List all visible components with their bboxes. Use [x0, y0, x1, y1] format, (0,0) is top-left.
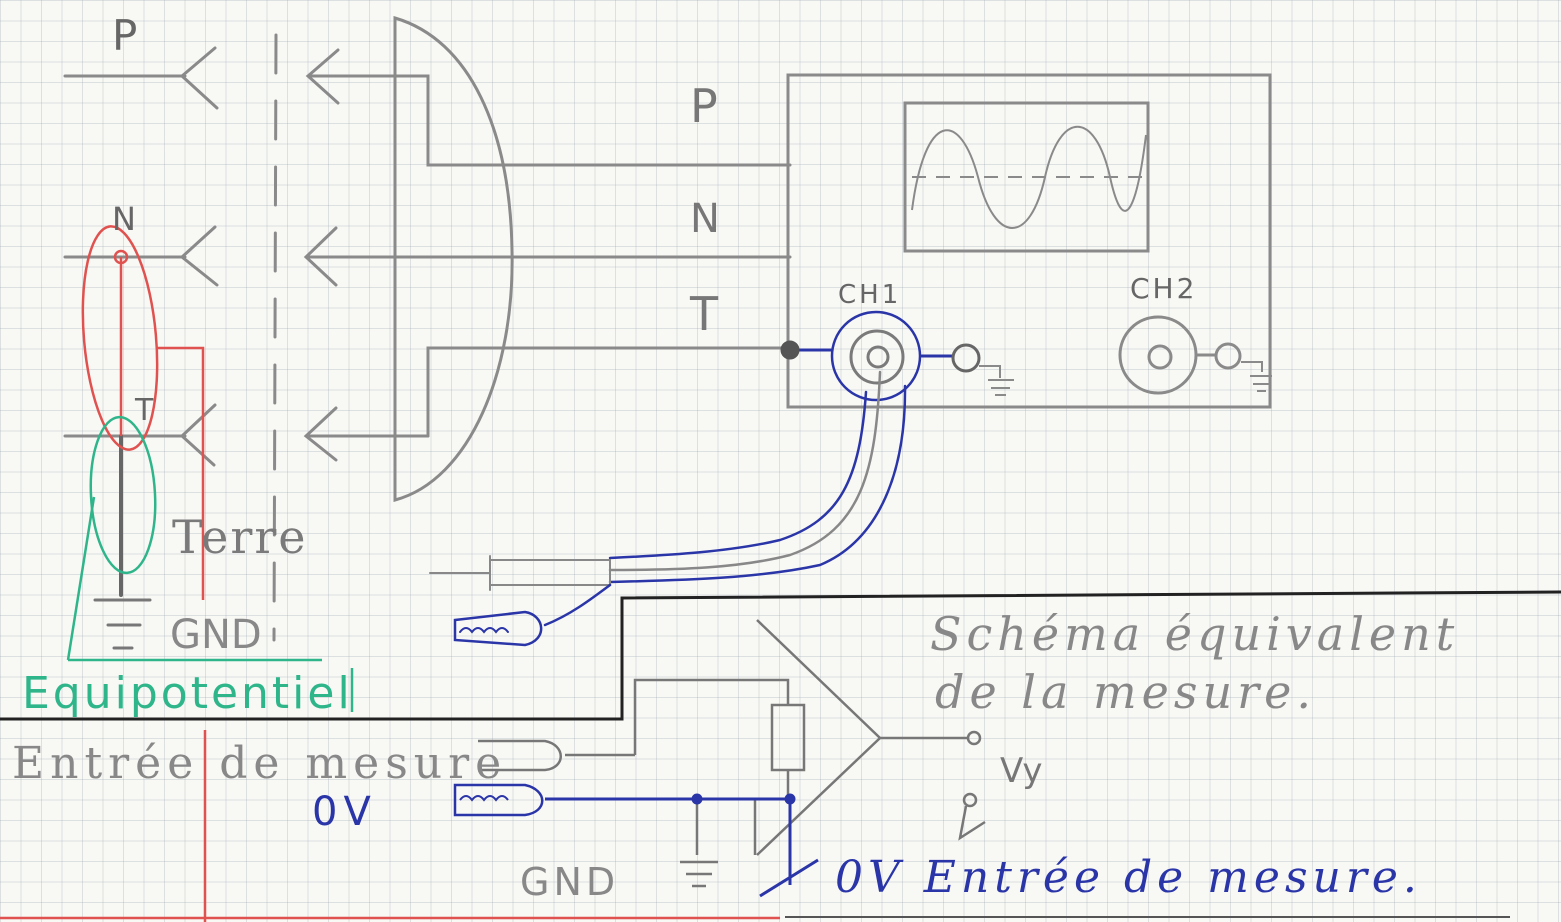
earth-node-loop: [89, 415, 157, 575]
neutral-node: [113, 249, 129, 265]
equivalent-title-line-1: Schéma équivalent: [930, 607, 1459, 661]
cable-label-phase: P: [690, 79, 718, 133]
plug-label-earth: T: [134, 393, 154, 428]
equipotential-leader: [66, 496, 96, 661]
probe-cable: [429, 370, 907, 647]
input-resistor-link: [633, 678, 790, 755]
cable-label-neutral: N: [690, 196, 720, 242]
ch2-label: CH2: [1130, 272, 1197, 305]
ch1-connector-inner: [849, 329, 905, 385]
oscilloscope-screen: [903, 101, 1150, 253]
plug-label-neutral: N: [112, 200, 136, 238]
earth-label: Terre: [172, 510, 308, 564]
probe-cable-gray: [608, 370, 882, 572]
probe-crocodile-clip: [453, 610, 543, 647]
measure-input-label: Entrée de mesure: [12, 738, 507, 789]
plug-body: [393, 15, 514, 502]
equipotential-label: Equipotentiel: [22, 668, 353, 719]
zero-volt-label: 0V: [312, 789, 377, 835]
cable-label-earth: T: [689, 287, 719, 341]
equipotential-marking: [66, 415, 354, 712]
neutral-earth-link: [0, 225, 780, 922]
phase-socket-fork: [179, 46, 219, 110]
equivalent-title-line-2: de la mesure.: [935, 665, 1316, 719]
equivalent-ground-symbol: [680, 860, 718, 888]
screen-sine-wave: [911, 125, 1147, 229]
probe-cable-blue-inner: [608, 384, 907, 584]
equivalent-gnd-label: GND: [520, 860, 619, 904]
ch2-connector-inner: [1147, 344, 1173, 370]
ch1-connector-pin: [866, 345, 890, 369]
gnd-label: GND: [170, 612, 262, 658]
ch1-ground-terminal: [951, 343, 981, 373]
socket-boundary-dashed: [272, 33, 278, 642]
probe-ground-lead: [543, 583, 612, 627]
equivalent-zero-volt: [453, 783, 819, 898]
neutral-socket-fork: [179, 225, 219, 287]
plug-label-phase: P: [112, 11, 137, 60]
ch2-connector-outer: [1118, 315, 1198, 395]
zero-volt-crocodile-clip: [453, 783, 544, 817]
ch2-ground-terminal: [1214, 342, 1242, 370]
ch1-label: CH1: [838, 280, 901, 310]
input-resistor: [770, 703, 806, 772]
equivalent-probe-tip: [478, 739, 562, 772]
section-divider: [0, 590, 1561, 721]
zero-volt-junction: [784, 793, 796, 805]
equivalent-circuit: [478, 619, 986, 888]
ch1-connector-outer: [830, 310, 922, 402]
ground-terminal: [962, 792, 978, 808]
equivalent-bottom-label: 0V Entrée de mesure.: [835, 852, 1422, 903]
output-terminal: [966, 730, 982, 746]
probe-cable-blue-outer: [608, 390, 868, 560]
ground-terminal-lead: [958, 805, 986, 841]
probe-clip-teeth: [459, 627, 509, 634]
ch2-ground-symbol: [1241, 361, 1272, 392]
probe-body: [429, 559, 611, 586]
case-earth-node: [780, 340, 800, 360]
phase-plug-arrow: [305, 48, 397, 105]
zero-volt-node: [691, 793, 703, 805]
plug-earth-link: [426, 346, 792, 438]
ch1-ground-symbol: [979, 365, 1014, 396]
earth-socket-fork: [179, 403, 217, 467]
labels: P N T P N T Terre GND Equipotentiel CH1 …: [12, 11, 1459, 904]
plug-phase-link: [393, 74, 792, 167]
oscilloscope-case: [786, 73, 1272, 409]
red-reference-line: [156, 346, 205, 600]
zero-volt-leader: [759, 858, 819, 898]
neutral-plug-arrow: [303, 226, 397, 287]
neutral-earth-loop: [81, 225, 159, 451]
earth-plug-arrow: [303, 406, 430, 462]
amplifier-triangle: [756, 619, 882, 856]
zero-volt-clip-teeth: [459, 795, 509, 802]
output-label: Vy: [1000, 751, 1042, 791]
oscilloscope: [780, 73, 1272, 409]
